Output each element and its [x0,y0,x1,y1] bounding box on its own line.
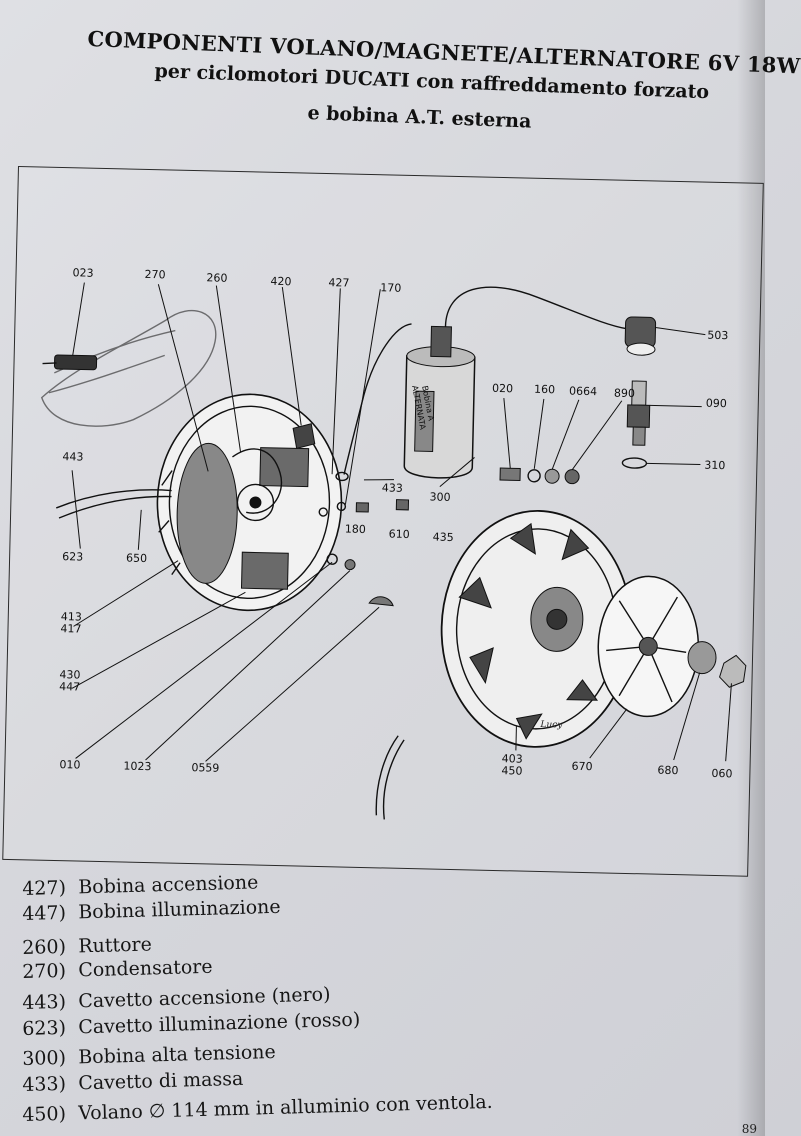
condenser-420 [292,423,316,450]
legend-text: Condensatore [77,955,213,982]
label-623: 623 [62,550,83,563]
legend-code: 260) [22,935,67,959]
label-403: 403 [502,752,523,765]
label-443: 443 [62,450,83,463]
legend-text: Cavetto accensione (nero) [77,983,331,1013]
label-023: 023 [72,266,93,279]
label-300: 300 [429,490,450,503]
legend-text: Bobina accensione [77,871,259,899]
legend-item: 443) Cavetto accensione (nero) [22,983,331,1014]
legend-code: 450) [22,1102,67,1126]
label-433: 433 [382,481,403,494]
part-labels: 023 270 260 420 427 170 503 020 160 0664… [59,266,732,780]
label-010: 010 [59,758,80,771]
diagram-drawing: Bobina A ALTERNATA [40,266,747,820]
label-610: 610 [389,528,410,541]
legend-text: Cavetto di massa [77,1067,244,1095]
legend-code: 433) [22,1072,67,1096]
label-413: 413 [61,610,82,623]
label-650: 650 [126,552,147,565]
leader-lines [71,282,732,762]
label-890: 890 [614,387,635,400]
legend-item: 427) Bobina accensione [22,871,259,900]
label-0559: 0559 [191,761,219,775]
legend-item: 270) Condensatore [22,956,213,983]
legend-code: 300) [22,1046,67,1070]
label-020: 020 [492,382,513,395]
label-680: 680 [657,764,678,777]
label-310: 310 [704,459,725,472]
label-270: 270 [144,268,165,281]
stator-wires [55,489,172,519]
label-260: 260 [206,271,227,284]
page-number: 89 [741,1122,757,1136]
label-447: 447 [59,680,80,693]
label-180: 180 [345,523,366,536]
legend-text: Volano ∅ 114 mm in alluminio con ventola… [77,1090,493,1125]
legend-text: Bobina illuminazione [77,895,281,924]
page-edge-shadow [737,0,765,1136]
ground-cable [335,323,412,482]
legend-code: 427) [22,876,67,900]
label-0664: 0664 [569,385,597,399]
label-427: 427 [328,276,349,289]
legend-text: Bobina alta tensione [77,1040,277,1069]
label-170: 170 [380,281,401,294]
cooling-fan [597,575,700,718]
small-hardware [318,499,410,607]
legend-item: 433) Cavetto di massa [22,1068,244,1096]
flywheel-cable [375,735,405,820]
spark-plug-cap [444,286,657,356]
label-1023: 1023 [123,760,151,774]
label-160: 160 [534,383,555,396]
ignition-coil: Bobina A ALTERNATA [403,325,476,479]
page-subtitle-2: e bobina A.T. esterna [307,102,532,133]
screw-set [499,467,580,485]
label-420: 420 [270,275,291,288]
label-435: 435 [433,531,454,544]
legend-item: 447) Bobina illuminazione [22,896,281,925]
legend-text: Cavetto illuminazione (rosso) [77,1008,361,1039]
label-670: 670 [571,760,592,773]
nut-and-washer [687,641,747,688]
legend-text: Ruttore [77,933,153,958]
legend-item: 260) Ruttore [22,933,152,959]
legend-item: 300) Bobina alta tensione [22,1041,276,1070]
stator-plate [156,393,343,612]
legend-item: 450) Volano ∅ 114 mm in alluminio con ven… [22,1091,493,1126]
legend-code: 447) [22,901,67,925]
label-060: 060 [711,767,732,780]
spark-plug [621,380,651,469]
artist-signature: Lucy [539,720,563,731]
legend-code: 443) [22,990,67,1014]
legend-code: 623) [22,1016,67,1040]
label-430: 430 [59,668,80,681]
legend-item: 623) Cavetto illuminazione (rosso) [22,1009,361,1040]
exploded-diagram: Bobina A ALTERNATA [2,166,764,877]
label-450: 450 [501,764,522,777]
connector-023 [42,354,98,371]
label-090: 090 [706,397,727,410]
legend-code: 270) [22,959,67,983]
label-417: 417 [60,622,81,635]
label-503: 503 [707,329,728,342]
